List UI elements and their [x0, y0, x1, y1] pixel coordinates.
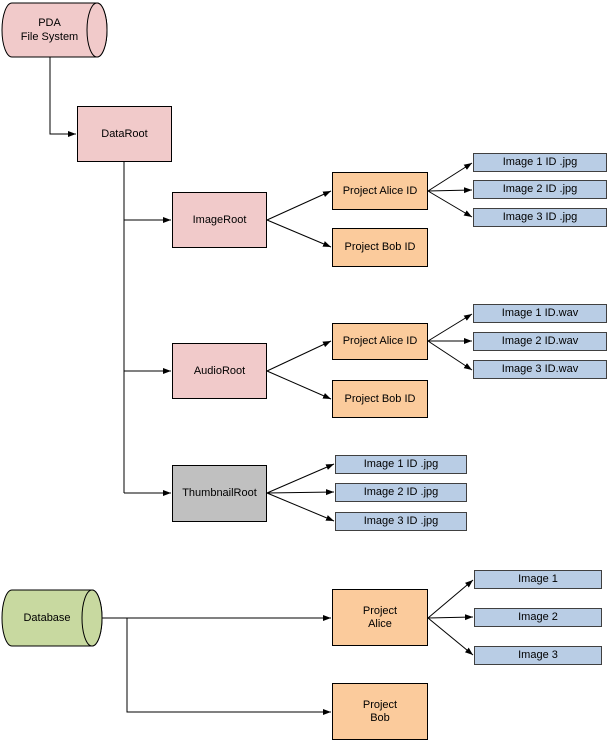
node-image-project-alice-label: Project Alice ID — [342, 184, 418, 197]
node-audio-file-3-label: Image 3 ID.wav — [501, 363, 579, 375]
pda-cylinder-cap — [86, 2, 108, 58]
node-image-project-bob-label: Project Bob ID — [344, 241, 416, 253]
node-db-project-alice-line2: Alice — [368, 617, 392, 630]
connector-audioroot-to-bob — [266, 370, 332, 400]
node-audio-project-bob-label: Project Bob ID — [344, 392, 416, 405]
connector-thumbroot-to-jpg2 — [266, 489, 335, 496]
node-audio-project-bob: Project Bob ID — [332, 380, 428, 418]
node-db-image-3-label: Image 3 — [518, 649, 558, 661]
node-thumbnail-file-2: Image 2 ID .jpg — [335, 483, 467, 502]
node-audio-project-alice: Project Alice ID — [332, 323, 428, 360]
node-thumbnail-file-3-label: Image 3 ID .jpg — [363, 515, 439, 527]
node-image-project-bob: Project Bob ID — [332, 228, 428, 267]
connector-imgalice-to-jpg3 — [427, 190, 473, 218]
connector-imageroot-to-alice — [266, 190, 332, 221]
node-thumbnail-file-1: Image 1 ID .jpg — [335, 455, 467, 474]
node-audio-project-alice-label: Project Alice ID — [342, 335, 418, 347]
database-cylinder-label: Database — [2, 590, 92, 646]
node-image-file-1-label: Image 1 ID .jpg — [502, 156, 578, 168]
node-imageroot: ImageRoot — [172, 192, 267, 248]
connector-imgalice-to-jpg2 — [427, 187, 473, 194]
connector-imgalice-to-jpg1 — [427, 162, 473, 192]
node-audioroot-label: AudioRoot — [193, 364, 246, 377]
connector-thumbroot-to-jpg3 — [266, 492, 335, 522]
node-audio-file-2: Image 2 ID.wav — [473, 332, 607, 351]
node-thumbnail-file-3: Image 3 ID .jpg — [335, 512, 467, 531]
node-db-project-bob-line1: Project — [362, 698, 398, 711]
pda-label-line2: File System — [20, 31, 79, 43]
node-dataroot-label: DataRoot — [101, 127, 148, 140]
database-label-text: Database — [23, 612, 71, 624]
node-audioroot: AudioRoot — [172, 343, 267, 399]
node-audio-file-3: Image 3 ID.wav — [473, 360, 607, 379]
node-db-project-alice-line1: Project — [362, 604, 398, 617]
connector-database-to-bob — [126, 618, 331, 715]
node-image-file-3-label: Image 3 ID .jpg — [502, 211, 578, 223]
node-db-image-2-label: Image 2 — [518, 611, 558, 623]
connector-pda-to-dataroot — [49, 57, 76, 137]
node-audio-file-1-label: Image 1 ID.wav — [501, 307, 579, 319]
connector-audioroot-to-alice — [266, 340, 332, 372]
node-db-image-3: Image 3 — [474, 646, 602, 665]
node-db-project-alice: Project Alice — [332, 589, 428, 646]
connector-dbalice-to-image1 — [427, 579, 474, 619]
node-thumbnailroot-label: ThumbnailRoot — [182, 487, 257, 499]
node-image-file-3: Image 3 ID .jpg — [473, 208, 607, 227]
node-image-file-1: Image 1 ID .jpg — [473, 153, 607, 172]
connector-audalice-to-wav1 — [427, 313, 473, 342]
node-db-image-1-label: Image 1 — [518, 573, 558, 585]
database-cylinder-shape — [1, 589, 103, 647]
node-thumbnailroot: ThumbnailRoot — [172, 465, 267, 522]
node-imageroot-label: ImageRoot — [192, 213, 247, 226]
connector-imageroot-to-bob — [266, 219, 332, 248]
node-db-project-bob: Project Bob — [332, 683, 428, 740]
connector-audalice-to-wav3 — [427, 340, 473, 371]
pda-cylinder-label: PDA File System — [2, 3, 97, 57]
node-thumbnail-file-2-label: Image 2 ID .jpg — [363, 486, 439, 498]
node-db-image-2: Image 2 — [474, 608, 602, 627]
connector-thumbroot-to-jpg1 — [266, 463, 335, 494]
node-audio-file-1: Image 1 ID.wav — [473, 304, 607, 323]
node-audio-file-2-label: Image 2 ID.wav — [501, 335, 579, 347]
node-db-image-1: Image 1 — [474, 570, 602, 589]
connector-dbalice-to-image2 — [427, 614, 474, 621]
node-thumbnail-file-1-label: Image 1 ID .jpg — [363, 458, 439, 470]
pda-label-line1: PDA — [38, 17, 61, 29]
connector-dbalice-to-image3 — [427, 617, 474, 656]
node-image-project-alice: Project Alice ID — [332, 172, 428, 210]
node-dataroot: DataRoot — [77, 106, 172, 162]
node-db-project-bob-line2: Bob — [370, 711, 390, 724]
node-image-file-2: Image 2 ID .jpg — [473, 180, 607, 199]
pda-cylinder-shape — [1, 2, 108, 58]
node-image-file-2-label: Image 2 ID .jpg — [502, 183, 578, 195]
